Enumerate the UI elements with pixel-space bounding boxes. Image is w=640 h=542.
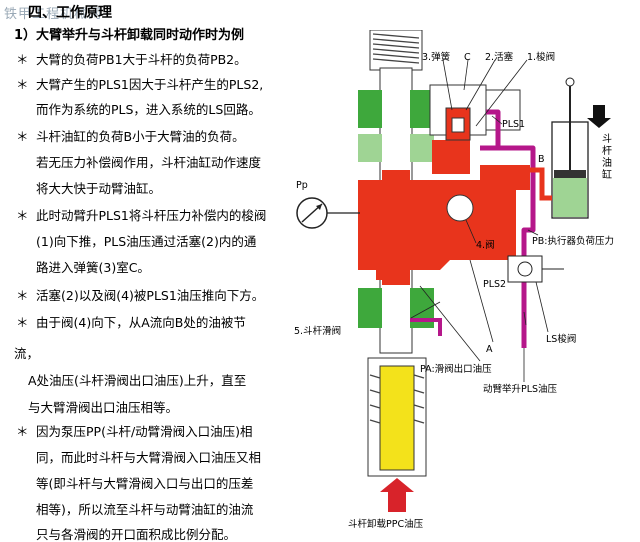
cylinder-feed-line — [516, 167, 552, 201]
bullet-icon: ＊ — [16, 208, 29, 223]
paragraph-line: 而作为系统的PLS，进入系统的LS回路。 — [16, 102, 261, 117]
paragraph-text: 将大大快于动臂油缸。 — [36, 181, 162, 196]
paragraph-line: ＊ 由于阀(4)向下，从A流向B处的油被节 — [16, 315, 246, 330]
label-shuttle: 1.梭阀 — [527, 51, 555, 63]
pp-inlet-passage — [360, 208, 394, 228]
top-spring — [369, 30, 423, 71]
label-pls2: PLS2 — [483, 279, 506, 290]
return-port-lower-left — [358, 288, 382, 328]
paragraph-line: 将大大快于动臂油缸。 — [16, 181, 161, 196]
label-pls1: PLS1 — [502, 119, 525, 130]
hydraulic-diagram: 3.弹簧 C 2.活塞 1.梭阀 PLS1 B Pp 4.阀 PB:执行器负荷压… — [294, 30, 615, 530]
label-piston: 2.活塞 — [485, 51, 514, 63]
return-port-mid-left — [358, 134, 382, 162]
paragraph-text: 此时动臂升PLS1将斗杆压力补偿内的梭阀 — [36, 208, 267, 223]
ls-shuttle-valve — [507, 255, 564, 283]
check-ball — [446, 194, 474, 222]
bullet-icon: ＊ — [16, 129, 29, 144]
label-pp: Pp — [296, 180, 308, 191]
paragraph-line: ＊ 此时动臂升PLS1将斗杆压力补偿内的梭阀 — [16, 208, 266, 223]
paragraph-text: 若无压力补偿阀作用，斗杆油缸动作速度 — [36, 155, 262, 170]
label-c: C — [464, 52, 471, 63]
arm-cylinder — [551, 77, 611, 219]
label-pa: PA:滑阀出口油压 — [420, 363, 492, 375]
paragraph-text: 路进入弹簧(3)室C。 — [36, 260, 150, 275]
label-b: B — [538, 154, 545, 165]
ppc-pilot-chamber — [367, 357, 427, 477]
final-paragraph-line: 同，而此时斗杆与大臂滑阀入口油压又相 — [16, 450, 261, 465]
paragraph-line: ＊ 活塞(2)以及阀(4)被PLS1油压推向下方。 — [16, 288, 264, 303]
label-ppc: 斗杆卸载PPC油压 — [348, 518, 424, 530]
return-port-mid-right — [410, 134, 434, 162]
bullet-icon: ＊ — [16, 52, 29, 67]
ppc-input-arrow — [380, 478, 414, 512]
paragraph-line: 若无压力补偿阀作用，斗杆油缸动作速度 — [16, 155, 261, 170]
paragraph-text: 而作为系统的PLS，进入系统的LS回路。 — [36, 102, 261, 117]
paragraph-line: 路进入弹簧(3)室C。 — [16, 260, 150, 275]
return-port-upper-left — [358, 90, 382, 128]
final-paragraph-line: 相等)，所以流至斗杆与动臂油缸的油流 — [16, 502, 253, 517]
paragraph-continuation: 与大臂滑阀出口油压相等。 — [28, 400, 179, 415]
paragraph-text: 大臂的负荷PB1大于斗杆的负荷PB2。 — [36, 52, 247, 67]
paragraph-text: 由于阀(4)向下，从A流向B处的油被节 — [36, 315, 246, 330]
shuttle-chamber — [432, 140, 470, 174]
paragraph-text: 只与各滑阀的开口面积成比例分配。 — [36, 527, 237, 542]
paragraph-continuation: A处油压(斗杆滑阀出口油压)上升，直至 — [28, 373, 247, 388]
label-spool5: 5.斗杆滑阀 — [294, 325, 341, 337]
bullet-icon: ＊ — [16, 424, 29, 439]
label-ls-shuttle: LS梭阀 — [546, 333, 576, 345]
paragraph-line: ＊ 大臂产生的PLS1因大于斗杆产生的PLS2, — [16, 77, 263, 92]
label-spring: 3.弹簧 — [422, 51, 451, 63]
label-valve4: 4.阀 — [476, 239, 495, 251]
paragraph-line: ＊ 大臂的负荷PB1大于斗杆的负荷PB2。 — [16, 52, 247, 67]
down-arrow-icon — [587, 105, 611, 128]
label-cylinder: 斗杆 油缸 — [602, 133, 615, 181]
paragraph-continuation: 流， — [14, 346, 40, 361]
bullet-icon: ＊ — [16, 288, 29, 303]
pressure-gauge — [296, 197, 360, 229]
label-boom-pls: 动臂举升PLS油压 — [483, 383, 558, 395]
final-paragraph-line: 只与各滑阀的开口面积成比例分配。 — [16, 527, 236, 542]
subtitle: 1）大臂举升与斗杆卸载同时动作时为例 — [14, 28, 245, 43]
paragraph-text: 等(即斗杆与大臂滑阀入口与出口的压差 — [36, 476, 254, 491]
paragraph-text: 同，而此时斗杆与大臂滑阀入口油压又相 — [36, 450, 262, 465]
final-paragraph-line: ＊ 因为泵压PP(斗杆/动臂滑阀入口油压)相 — [16, 424, 253, 439]
bullet-icon: ＊ — [16, 315, 29, 330]
watermark: 铁甲工程机械网 — [4, 7, 103, 22]
pressure-compensator — [429, 84, 521, 222]
paragraph-text: 斗杆油缸的负荷B小于大臂油的负荷。 — [36, 129, 245, 144]
paragraph-line: (1)向下推，PLS油压通过活塞(2)内的通 — [16, 234, 256, 249]
bullet-icon: ＊ — [16, 77, 29, 92]
paragraph-text: 相等)，所以流至斗杆与动臂油缸的油流 — [36, 502, 254, 517]
paragraph-text: 大臂产生的PLS1因大于斗杆产生的PLS2, — [36, 77, 264, 92]
final-paragraph-line: 等(即斗杆与大臂滑阀入口与出口的压差 — [16, 476, 253, 491]
section-title: 铁四、工作原理 — [28, 5, 112, 21]
pressure-oil-zone — [358, 140, 530, 285]
paragraph-line: ＊ 斗杆油缸的负荷B小于大臂油的负荷。 — [16, 129, 245, 144]
paragraph-text: (1)向下推，PLS油压通过活塞(2)内的通 — [36, 234, 257, 249]
label-pb: PB:执行器负荷压力 — [532, 235, 614, 247]
label-a: A — [486, 344, 493, 355]
paragraph-text: 因为泵压PP(斗杆/动臂滑阀入口油压)相 — [36, 424, 253, 439]
paragraph-text: 活塞(2)以及阀(4)被PLS1油压推向下方。 — [36, 288, 265, 303]
